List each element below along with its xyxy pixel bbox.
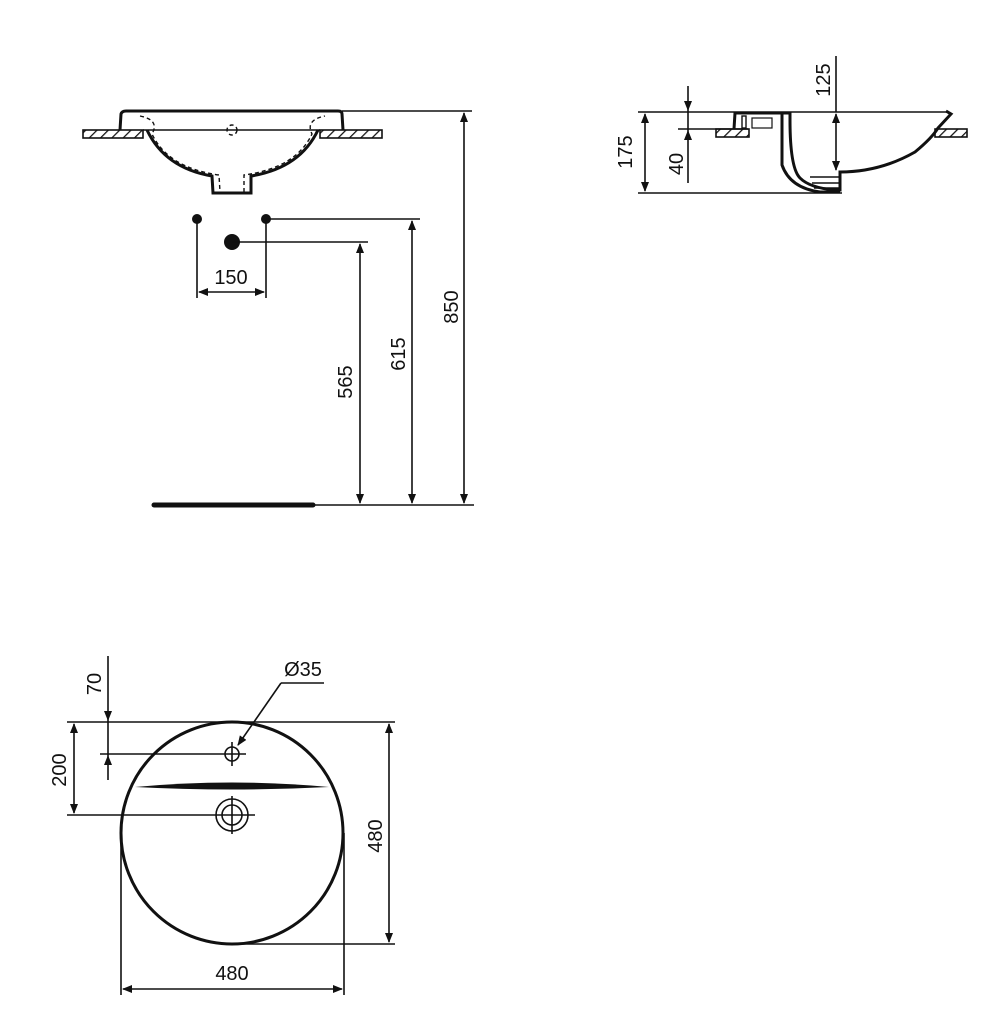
- dim-waste-height: 565: [335, 365, 357, 398]
- side-view: 175 40 125: [615, 56, 968, 194]
- dim-rim-height: 850: [441, 290, 463, 323]
- side-countertop-left: [715, 128, 750, 138]
- basin-bowl: [145, 129, 320, 195]
- dim-supply-height: 615: [388, 337, 410, 370]
- dim-depth: 480: [365, 819, 387, 852]
- front-view: 150 565 615 850: [82, 109, 474, 508]
- overflow-slot: [135, 782, 329, 790]
- countertop-left: [82, 129, 144, 139]
- dim-width: 480: [215, 963, 248, 985]
- dim-tap-offset: 70: [84, 673, 106, 695]
- side-basin-profile: [732, 109, 954, 192]
- countertop-right: [319, 129, 383, 139]
- dim-bowl-depth: 125: [813, 63, 835, 96]
- dim-waste-offset: 200: [49, 753, 71, 786]
- plan-view: Ø35 70 200 480 480: [49, 656, 395, 995]
- dim-tap-spacing: 150: [214, 267, 247, 289]
- side-countertop-right: [934, 128, 968, 138]
- dim-tap-hole-diameter: Ø35: [284, 659, 322, 681]
- basin-rim: [118, 109, 345, 131]
- dim-above-counter: 40: [666, 153, 688, 175]
- dim-total-depth: 175: [615, 135, 637, 168]
